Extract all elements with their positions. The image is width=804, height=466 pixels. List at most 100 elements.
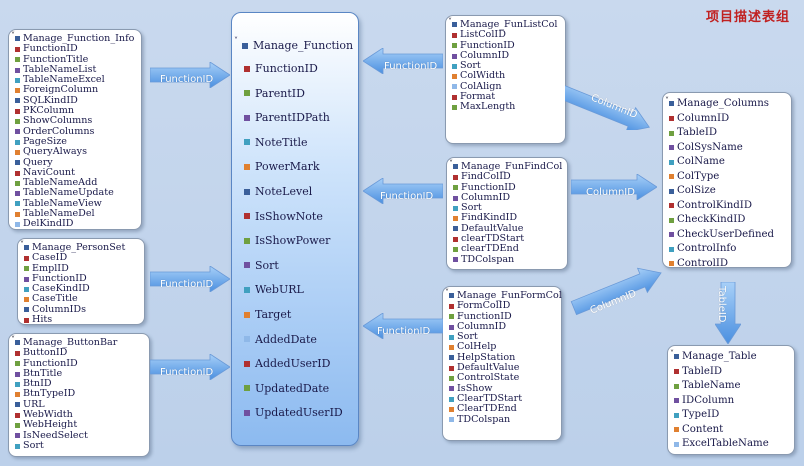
field-label: BtnID	[23, 378, 52, 390]
field-marker-icon	[15, 119, 20, 125]
field-marker-icon	[453, 226, 458, 232]
field-label: Query	[23, 156, 53, 168]
field-label: FindKindID	[461, 212, 518, 224]
field-marker-icon	[244, 385, 250, 392]
field-row: ColumnID	[449, 321, 557, 332]
field-label: BtnTypeID	[23, 388, 76, 400]
field-marker-icon	[669, 217, 674, 223]
field-label: FunctionID	[461, 181, 516, 193]
field-label: URL	[23, 398, 45, 410]
field-row: CaseTitle	[24, 294, 140, 304]
field-row: Sort	[244, 259, 279, 272]
field-marker-icon	[244, 286, 250, 293]
field-label: ForeignColumn	[23, 84, 99, 96]
relation-arrow	[715, 282, 741, 344]
field-label: ColumnID	[677, 112, 730, 124]
field-marker-icon	[674, 441, 679, 447]
field-marker-icon	[452, 94, 457, 100]
field-label: ControlID	[677, 257, 729, 269]
field-marker-icon	[449, 406, 454, 412]
table-title: Manage_FunFindCol	[461, 161, 563, 172]
field-label: TableID	[682, 365, 723, 377]
field-label: TableNameAdd	[23, 177, 98, 189]
field-label: Sort	[457, 331, 478, 343]
field-label: ColSize	[677, 185, 716, 196]
field-row: URL	[15, 398, 145, 410]
field-row: ColType	[669, 170, 787, 185]
field-marker-icon	[15, 211, 20, 217]
field-row: ColumnID	[452, 50, 561, 61]
field-marker-icon	[15, 129, 20, 135]
field-marker-icon	[15, 350, 20, 356]
field-label: IsNeedSelect	[23, 429, 88, 441]
field-label: Sort	[461, 202, 482, 214]
field-row: ControlKindID	[669, 199, 787, 214]
field-row: TableNameList	[15, 64, 137, 75]
table-title: Manage_Columns	[677, 98, 769, 109]
field-row: TDColspan	[453, 254, 563, 265]
field-label: IsShowNote	[255, 209, 323, 223]
field-label: HelpStation	[457, 351, 516, 363]
field-row: CaseKindID	[24, 283, 140, 294]
field-row: ControlState	[449, 373, 557, 383]
field-row: CheckKindID	[669, 213, 787, 228]
field-label: TypeID	[682, 409, 720, 420]
field-marker-icon	[674, 398, 679, 404]
field-marker-icon	[15, 139, 20, 145]
field-row: UpdatedDate	[244, 382, 329, 395]
field-marker-icon	[669, 232, 674, 238]
field-row: IDColumn	[674, 394, 790, 409]
relation-arrow	[150, 354, 230, 380]
field-label: FunctionTitle	[23, 53, 89, 65]
field-row: FunctionID	[15, 43, 137, 54]
field-row: ColSize	[669, 184, 787, 199]
field-label: AddedDate	[255, 332, 317, 346]
field-label: ButtonID	[23, 347, 68, 359]
field-marker-icon	[669, 261, 674, 267]
relation-arrow	[363, 48, 443, 74]
field-row: OrderColumns	[15, 126, 137, 137]
field-marker-icon	[24, 266, 29, 272]
field-row: ExcelTableName	[674, 437, 790, 452]
field-marker-icon	[244, 262, 250, 269]
field-marker-icon	[24, 286, 29, 292]
field-label: DefaultValue	[457, 362, 520, 374]
field-label: QueryAlways	[23, 146, 87, 158]
field-row: SQLKindID	[15, 95, 137, 106]
field-label: ColType	[677, 170, 720, 182]
field-row: MaxLength	[452, 102, 561, 112]
relation-arrow	[363, 178, 443, 204]
field-row: ClearTDEnd	[449, 403, 557, 414]
field-label: TableNameUpdate	[23, 187, 114, 199]
field-marker-icon	[449, 303, 454, 309]
table-title: Manage_Function	[253, 39, 354, 52]
relation-arrow	[150, 266, 230, 292]
field-row: ForeignColumn	[15, 85, 137, 95]
field-marker-icon	[449, 334, 454, 340]
table-title: Manage_PersonSet	[32, 242, 126, 253]
field-row: Hits	[24, 314, 140, 325]
field-row: FindKindID	[453, 213, 563, 223]
field-row: WebHeight	[15, 420, 145, 430]
field-label: NoteTitle	[255, 135, 308, 149]
field-row: Target	[244, 308, 291, 321]
field-label: IsShowPower	[255, 234, 331, 248]
field-marker-icon	[669, 188, 674, 194]
field-row: ColumnIDs	[24, 304, 140, 315]
field-row: FunctionID	[452, 40, 561, 51]
field-label: WebHeight	[23, 419, 78, 431]
field-label: UpdatedUserID	[255, 406, 343, 420]
arrow-label: FunctionID	[160, 367, 214, 378]
field-marker-icon	[244, 409, 250, 416]
field-label: PKColumn	[23, 105, 75, 117]
